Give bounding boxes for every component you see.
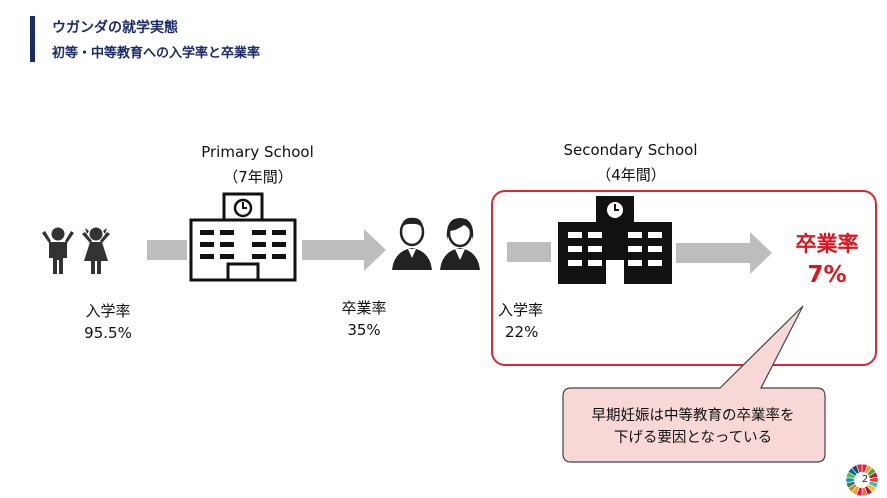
primary-graduate-value: 35% [347,321,381,339]
secondary-school-building-icon [558,196,672,284]
secondary-school-duration: （4年間） [596,166,666,184]
secondary-graduate-label: 卒業率 [795,232,859,256]
arrow-to-secondary [507,242,551,262]
sdg-wheel-icon [845,463,879,497]
callout-line-2: 下げる要因となっている [613,430,773,446]
callout-bubble [562,305,826,463]
children-icon [42,227,110,274]
callout-text: 早期妊娠は中等教育の卒業率を 下げる要因となっている [562,405,824,449]
graduates-icon [392,217,480,270]
callout-line-1: 早期妊娠は中等教育の卒業率を [591,408,795,424]
primary-school-name: Primary School [201,143,314,161]
primary-graduate-label: 卒業率 [341,299,387,317]
page-title: ウガンダの就学実態 [52,20,178,36]
primary-enroll-value: 95.5% [84,324,132,342]
secondary-school-name: Secondary School [563,141,698,159]
primary-school-building-icon [189,192,297,282]
page-number: 2 [861,474,869,485]
arrow-to-graduates [302,229,386,271]
primary-enroll-label: 入学率 [85,302,131,320]
secondary-enroll-label: 入学率 [498,301,544,319]
secondary-enroll-value: 22% [505,323,539,341]
page-subtitle: 初等・中等教育への入学率と卒業率 [52,46,261,61]
primary-school-duration: （7年間） [223,168,293,186]
secondary-graduate-value: 7% [807,262,847,288]
arrow-to-primary [147,240,187,260]
arrow-to-secondary-graduates [676,232,772,274]
secondary-highlight-box [491,190,877,366]
header-accent-bar [30,16,35,62]
